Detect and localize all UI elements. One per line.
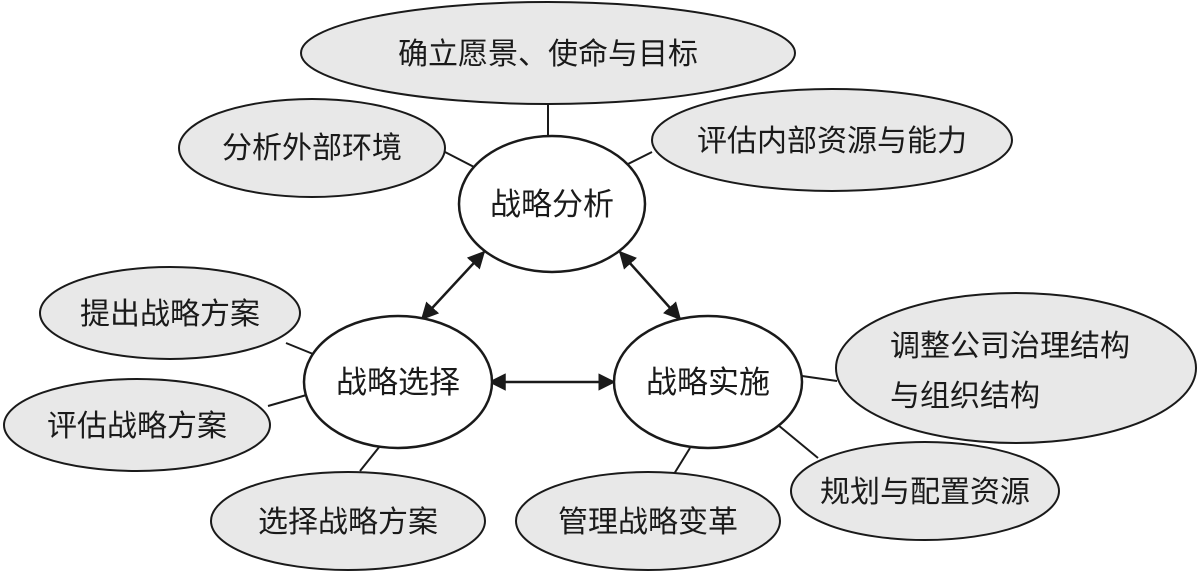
choice-label: 战略选择 bbox=[336, 365, 460, 401]
change-label: 管理战略变革 bbox=[558, 505, 738, 540]
implementation-node: 战略实施 bbox=[612, 314, 804, 450]
governance-node: 调整公司治理结构 与组织结构 bbox=[835, 292, 1197, 444]
resources-node: 规划与配置资源 bbox=[790, 441, 1060, 541]
vision-label: 确立愿景、使命与目标 bbox=[398, 37, 698, 72]
analysis-label: 战略分析 bbox=[490, 187, 614, 223]
evaluate-node: 评估战略方案 bbox=[3, 378, 271, 472]
internal-label: 评估内部资源与能力 bbox=[697, 124, 967, 159]
link-external bbox=[444, 151, 477, 169]
governance-label-line1: 调整公司治理结构 bbox=[890, 329, 1130, 364]
external-node: 分析外部环境 bbox=[178, 98, 446, 198]
link-change bbox=[673, 447, 691, 475]
select-label: 选择战略方案 bbox=[258, 505, 438, 540]
link-resources bbox=[777, 424, 819, 459]
governance-label-line2: 与组织结构 bbox=[890, 379, 1040, 414]
propose-label: 提出战略方案 bbox=[80, 297, 260, 332]
link-governance bbox=[801, 375, 838, 382]
select-node: 选择战略方案 bbox=[210, 471, 486, 571]
external-label: 分析外部环境 bbox=[222, 131, 402, 166]
choice-node: 战略选择 bbox=[302, 314, 494, 450]
analysis-node: 战略分析 bbox=[457, 134, 647, 274]
link-evaluate bbox=[267, 393, 311, 407]
propose-node: 提出战略方案 bbox=[39, 266, 301, 360]
link-select bbox=[359, 445, 381, 472]
resources-label: 规划与配置资源 bbox=[820, 475, 1030, 510]
change-node: 管理战略变革 bbox=[515, 471, 781, 571]
internal-node: 评估内部资源与能力 bbox=[651, 88, 1013, 192]
vision-node: 确立愿景、使命与目标 bbox=[300, 1, 796, 105]
evaluate-label: 评估战略方案 bbox=[47, 409, 227, 444]
arrow-analysis-choice bbox=[420, 250, 486, 321]
implementation-label: 战略实施 bbox=[646, 365, 770, 401]
arrow-analysis-implementation bbox=[618, 250, 682, 321]
